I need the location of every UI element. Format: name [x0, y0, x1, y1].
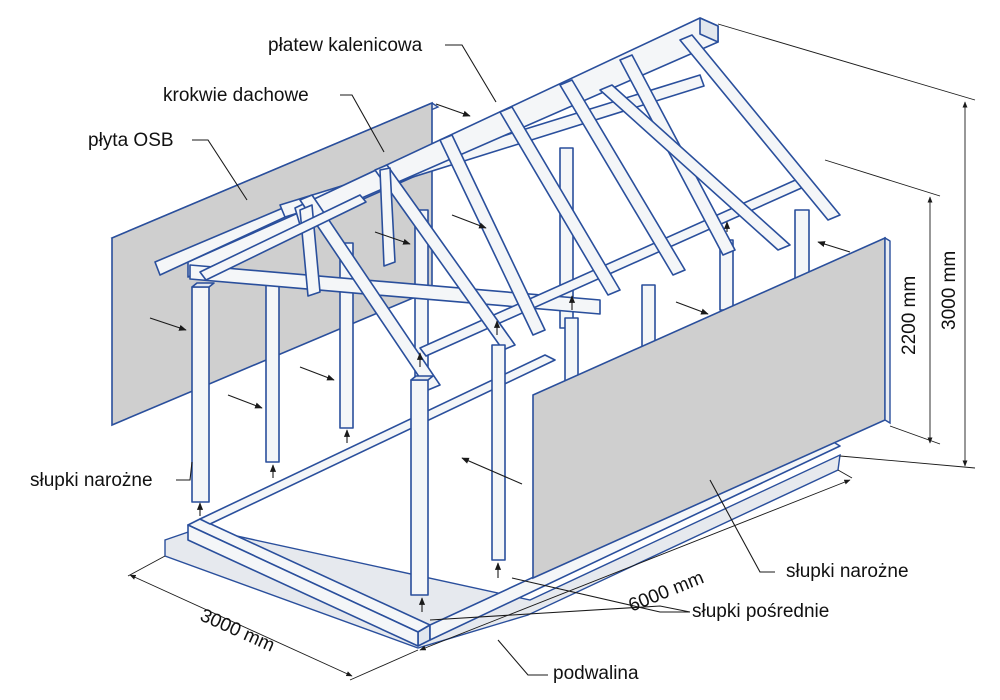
gable-truss: [199, 167, 396, 297]
label-corner-posts-right: słupki narożne: [786, 561, 909, 582]
label-intermediate-posts: słupki pośrednie: [692, 601, 830, 622]
dimension-total-height: 3000 mm: [939, 250, 960, 330]
dimension-lines: [127, 23, 976, 681]
label-rafters: krokwie dachowe: [163, 85, 309, 106]
dimension-wall-height: 2200 mm: [899, 275, 920, 355]
label-corner-posts-left: słupki narożne: [30, 470, 153, 491]
assembly-arrows: [149, 103, 851, 612]
label-osb-board: płyta OSB: [88, 130, 174, 151]
label-sill-plate: podwalina: [553, 663, 639, 684]
rafters: [299, 34, 841, 391]
label-ridge-beam: płatew kalenicowa: [268, 35, 423, 56]
